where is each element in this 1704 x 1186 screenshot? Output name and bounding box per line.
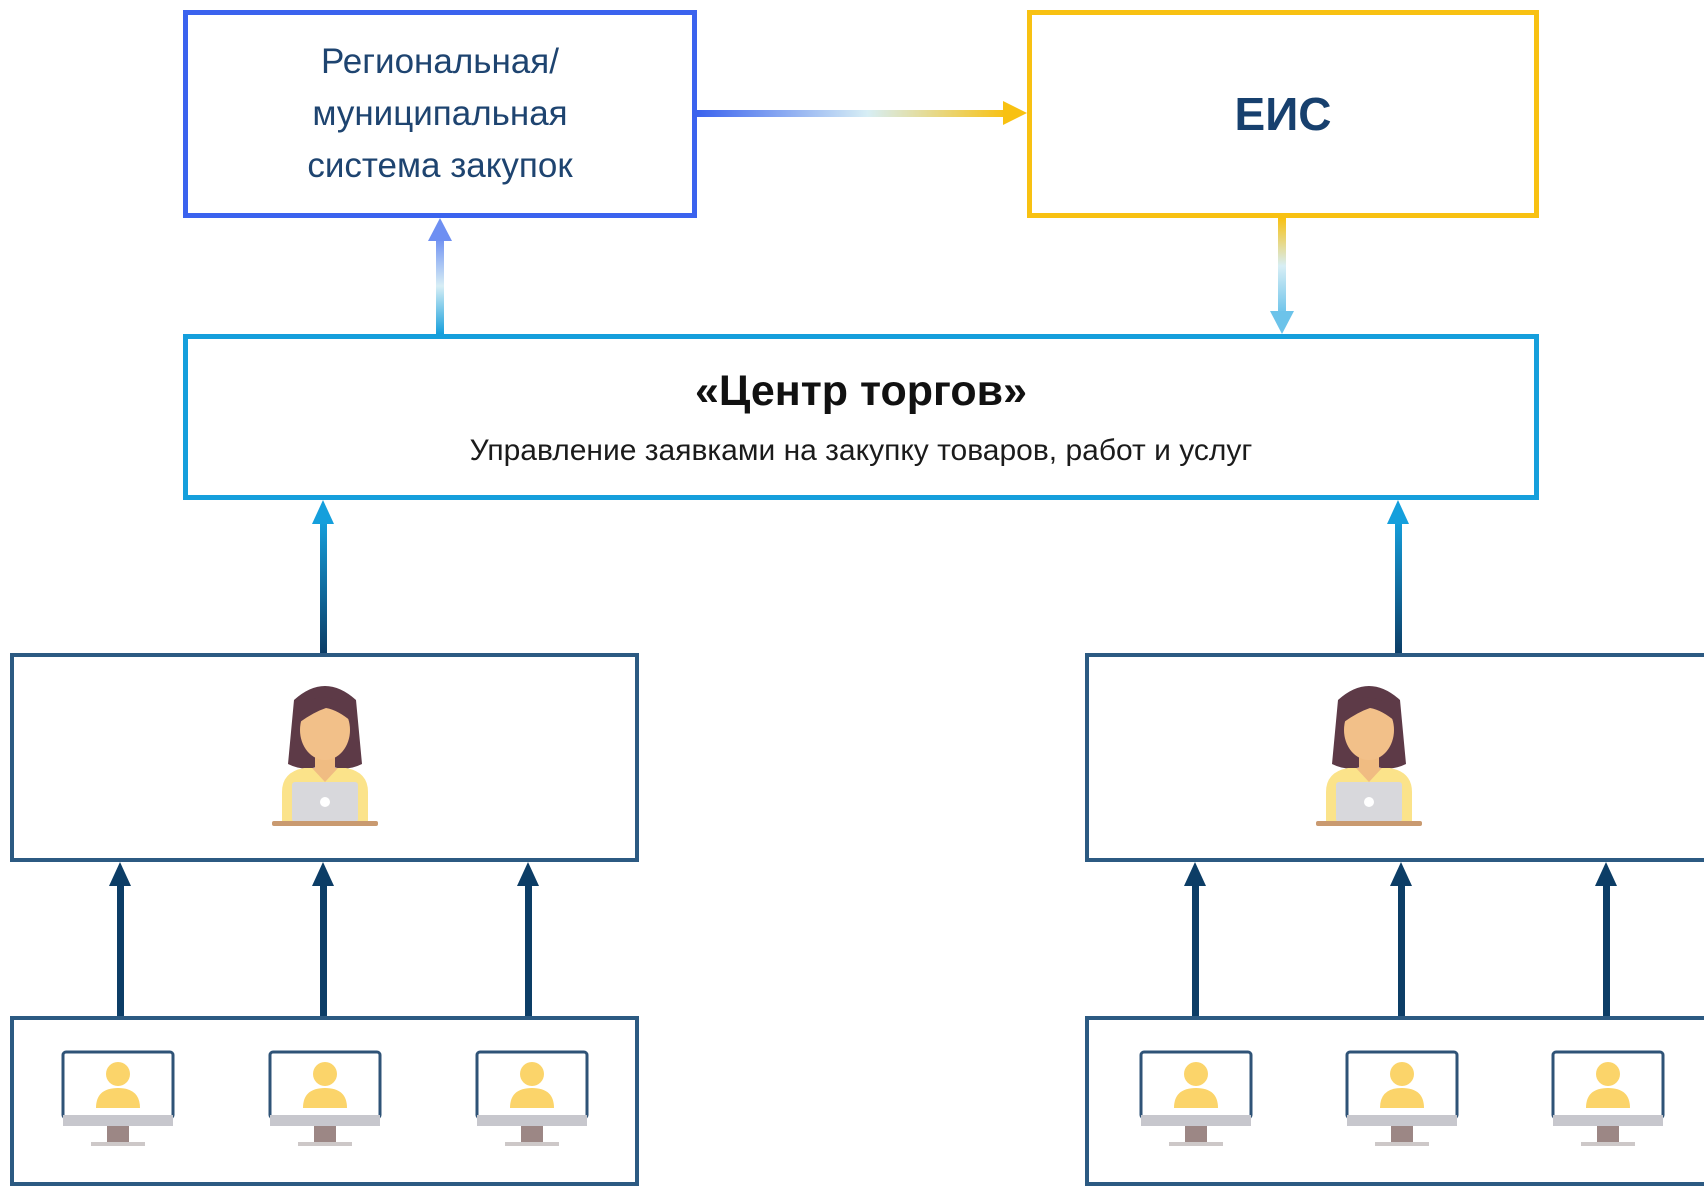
- regional-system-line-3: система закупок: [307, 146, 573, 185]
- trade-center-subtitle: Управление заявками на закупку товаров, …: [469, 433, 1253, 467]
- user-monitor-icon: [1139, 1050, 1253, 1155]
- user-monitor-icon: [1345, 1050, 1459, 1155]
- regional-system-label: Региональная/ муниципальная система заку…: [307, 36, 572, 192]
- eis-label: ЕИС: [1234, 88, 1332, 140]
- arrow-left-operator-to-center: [312, 500, 334, 653]
- user-monitor-icon: [1551, 1050, 1665, 1155]
- regional-procurement-system-box: Региональная/ муниципальная система заку…: [183, 10, 697, 218]
- arrows-left-users-to-operator: [109, 862, 539, 1016]
- woman-with-laptop-icon: [1312, 680, 1426, 835]
- regional-system-line-1: Региональная/: [321, 42, 559, 81]
- regional-system-line-2: муниципальная: [312, 94, 568, 133]
- user-monitor-icon: [475, 1050, 589, 1155]
- arrows-right-users-to-operator: [1184, 862, 1617, 1016]
- operator-box-left: [10, 653, 639, 862]
- trade-center-title: «Центр торгов»: [695, 366, 1027, 415]
- users-box-left: [10, 1016, 639, 1186]
- arrow-eis-to-center: [1270, 218, 1294, 334]
- user-monitor-icon: [268, 1050, 382, 1155]
- operator-box-right: [1085, 653, 1704, 862]
- user-monitor-icon: [61, 1050, 175, 1155]
- trade-center-box: «Центр торгов» Управление заявками на за…: [183, 334, 1539, 500]
- arrow-regional-to-eis: [697, 101, 1027, 125]
- woman-with-laptop-icon: [268, 680, 382, 835]
- eis-box: ЕИС: [1027, 10, 1539, 218]
- arrow-center-to-regional: [428, 218, 452, 334]
- users-box-right: [1085, 1016, 1704, 1186]
- arrow-right-operator-to-center: [1387, 500, 1409, 653]
